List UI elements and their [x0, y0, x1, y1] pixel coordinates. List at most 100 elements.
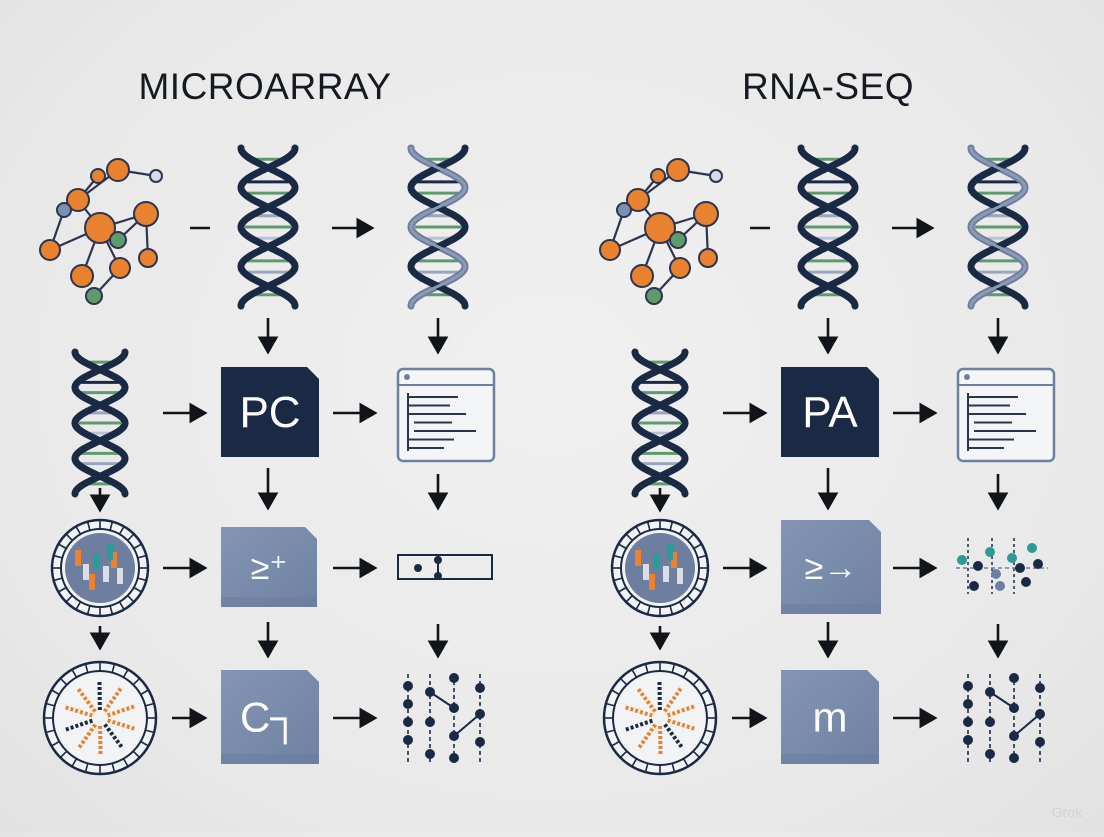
molecule-atom — [699, 249, 717, 267]
scatter-point — [991, 569, 1001, 579]
molecule-atom — [600, 240, 620, 260]
cell-core — [625, 533, 695, 603]
molecule-atom — [40, 240, 60, 260]
network-edge — [454, 714, 480, 736]
cell-signal-mark — [103, 566, 109, 582]
scatter-point — [1021, 577, 1031, 587]
network-node — [403, 681, 413, 691]
dna-helix-icon — [411, 148, 465, 306]
network-node — [403, 699, 413, 709]
scatter-point — [1007, 553, 1017, 563]
network-edge — [990, 692, 1014, 708]
scatter-point — [969, 581, 979, 591]
document-dot — [404, 374, 410, 380]
cell-signal-mark — [653, 554, 659, 570]
network-node — [963, 699, 973, 709]
molecule-icon — [600, 159, 722, 304]
network-node — [475, 683, 485, 693]
analysis-box-group: ≥→ — [781, 520, 881, 614]
rna-seq-workflow-panel: PA≥→m — [600, 148, 1054, 774]
dna-helix-icon — [635, 352, 685, 494]
network-node — [1035, 683, 1045, 693]
molecule-atom — [110, 258, 130, 278]
analysis-box-shadow — [781, 604, 881, 614]
microarray-title: MICROARRAY — [105, 66, 425, 108]
molecule-atom — [86, 288, 102, 304]
molecule-atom — [71, 265, 93, 287]
scatter-point — [957, 555, 967, 565]
analysis-box-shadow — [221, 597, 317, 607]
analysis-box-shadow — [781, 754, 879, 764]
dna-helix-icon — [971, 148, 1025, 306]
network-node — [963, 681, 973, 691]
process-box-label: PC — [239, 388, 300, 437]
molecule-atom — [694, 202, 718, 226]
network-edge — [430, 692, 454, 708]
network-edge — [1014, 714, 1040, 736]
gel-lane-frame — [398, 555, 492, 579]
cell-signal-mark — [677, 568, 683, 584]
analysis-box-group: C┐ — [221, 670, 319, 764]
molecule-atom — [134, 202, 158, 226]
microarray-workflow-panel: PC≥⁺C┐ — [40, 148, 494, 774]
cell-signal-mark — [89, 574, 95, 590]
analysis-box-label: C┐ — [240, 694, 300, 745]
cell-signal-mark — [667, 544, 673, 560]
document-icon — [398, 369, 494, 461]
molecule-atom — [710, 170, 722, 182]
network-node — [1035, 737, 1045, 747]
molecule-atom — [617, 203, 631, 217]
molecule-atom — [110, 232, 126, 248]
process-box-group: PA — [781, 367, 879, 457]
arrows-layer — [100, 228, 998, 718]
network-node — [403, 735, 413, 745]
scatter-icon — [956, 538, 1048, 594]
scatter-point — [1033, 559, 1043, 569]
network-node — [985, 749, 995, 759]
network-node — [425, 749, 435, 759]
gel-band — [434, 572, 442, 580]
molecule-atom — [631, 265, 653, 287]
analysis-box-shadow — [221, 754, 319, 764]
nodes-layer: PC≥⁺C┐PA≥→m — [40, 148, 1054, 774]
network-node — [403, 717, 413, 727]
scatter-point — [973, 561, 983, 571]
network-node — [963, 717, 973, 727]
cell-signal-mark — [83, 564, 89, 580]
dna-helix-icon — [801, 148, 855, 306]
scatter-point — [985, 547, 995, 557]
molecule-atom — [646, 288, 662, 304]
molecule-atom — [651, 169, 665, 183]
molecule-atom — [57, 203, 71, 217]
dna-helix-icon — [241, 148, 295, 306]
gel-band — [414, 564, 422, 572]
cell-signal-mark — [107, 544, 113, 560]
molecule-atom — [670, 258, 690, 278]
network-node — [1009, 753, 1019, 763]
cell-chip-icon — [612, 520, 708, 616]
network-node — [1009, 673, 1019, 683]
molecule-atom — [107, 159, 129, 181]
document-dot — [964, 374, 970, 380]
rna-seq-title: RNA-SEQ — [668, 66, 988, 108]
cell-chromosome-icon — [44, 662, 156, 774]
document-icon — [958, 369, 1054, 461]
scatter-point — [995, 581, 1005, 591]
cell-signal-mark — [663, 566, 669, 582]
cell-signal-mark — [75, 550, 81, 566]
network-node — [449, 673, 459, 683]
cell-chip-icon — [52, 520, 148, 616]
network-node — [475, 737, 485, 747]
network-node — [963, 735, 973, 745]
molecule-atom — [670, 232, 686, 248]
gel-band — [434, 556, 442, 564]
analysis-box-label: ≥→ — [805, 549, 858, 587]
gel-lane-icon — [398, 555, 492, 580]
cell-signal-mark — [649, 574, 655, 590]
network-icon — [403, 673, 485, 764]
scatter-point — [1027, 543, 1037, 553]
network-node — [985, 717, 995, 727]
cell-core — [65, 533, 135, 603]
molecule-atom — [139, 249, 157, 267]
